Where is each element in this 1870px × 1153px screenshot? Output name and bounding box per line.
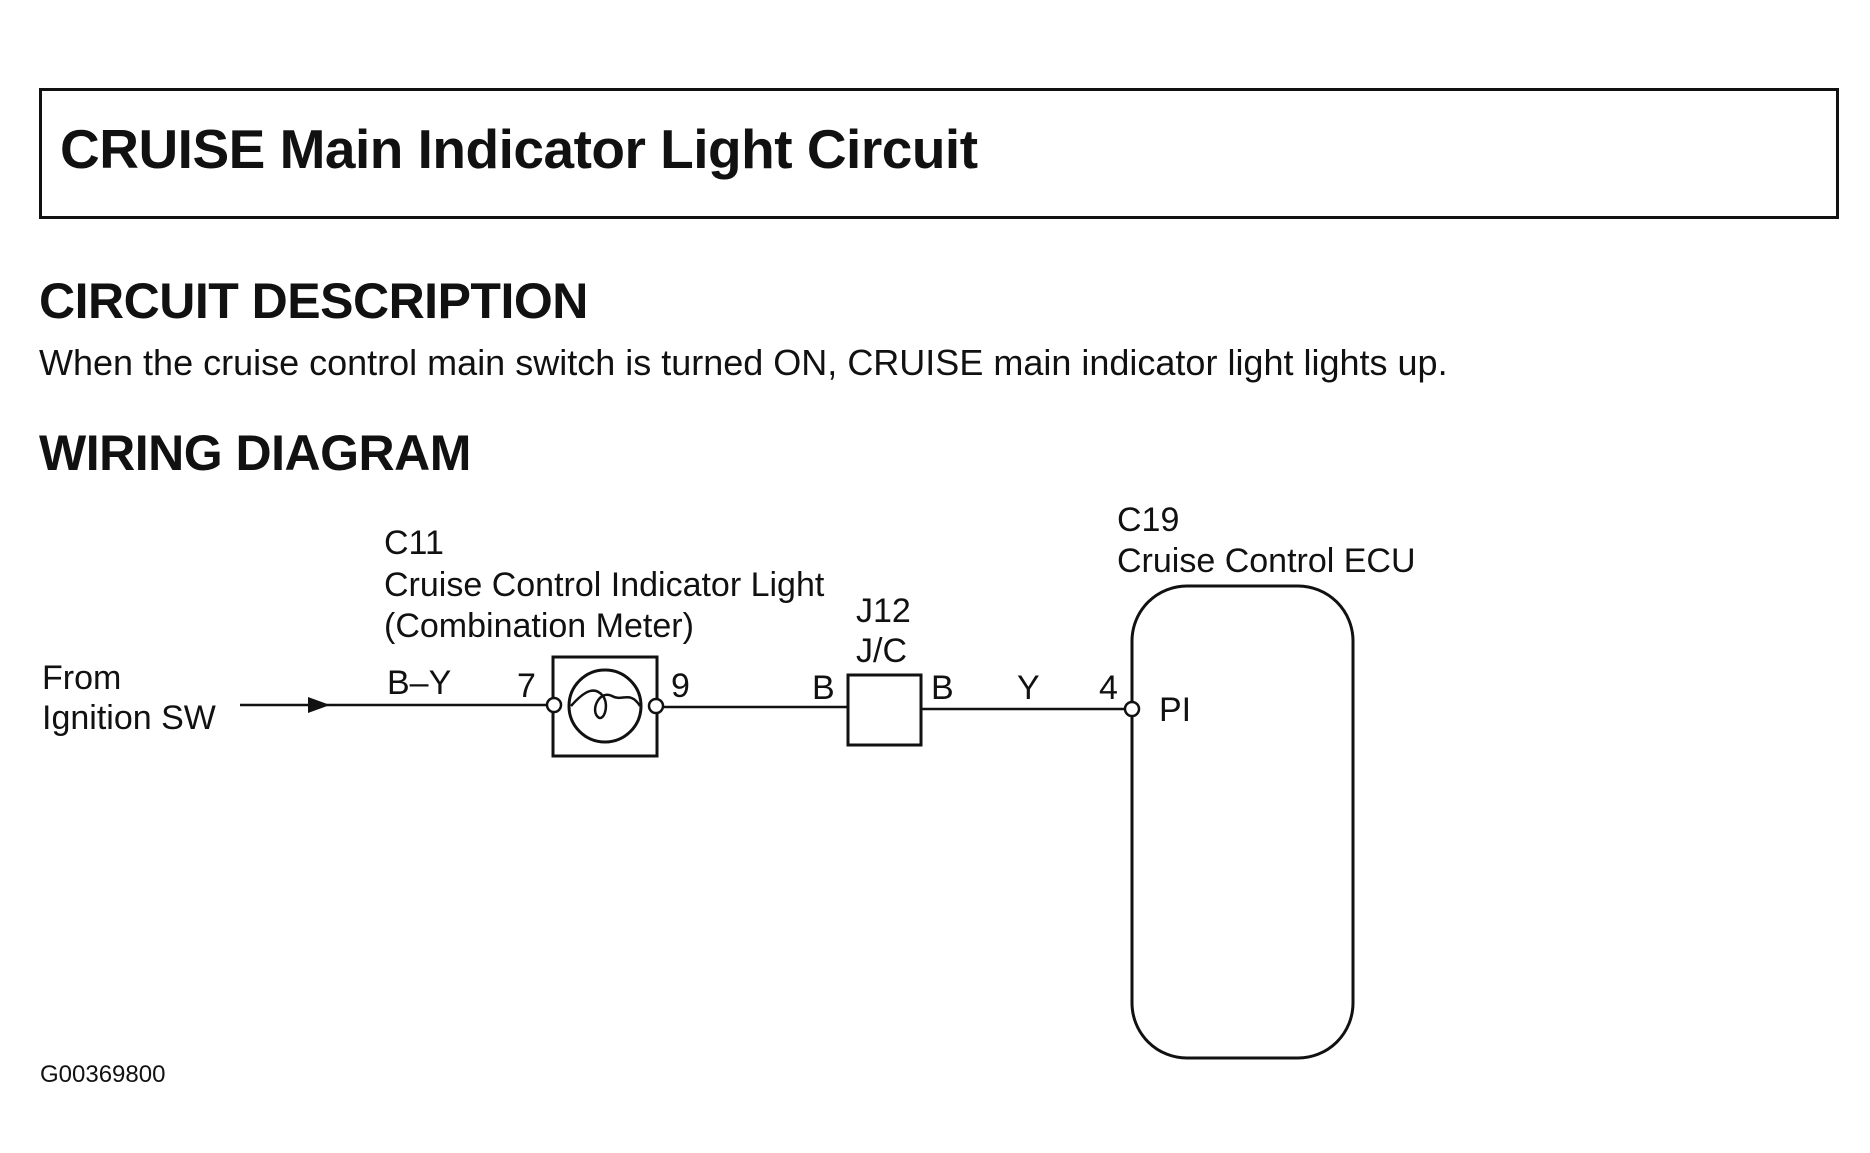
wire-label-b-out: B: [931, 669, 954, 707]
wire-label-y: Y: [1017, 669, 1040, 707]
wire-label-b-in: B: [812, 669, 835, 707]
indicator-sub: (Combination Meter): [384, 607, 694, 645]
circuit-description-text: When the cruise control main switch is t…: [39, 342, 1448, 383]
ecu-name: Cruise Control ECU: [1117, 542, 1416, 580]
indicator-lamp-filament: [570, 689, 642, 720]
indicator-name: Cruise Control Indicator Light: [384, 566, 825, 604]
source-label-line2: Ignition SW: [42, 699, 216, 737]
page-title: CRUISE Main Indicator Light Circuit: [60, 118, 978, 180]
indicator-pin-7-terminal: [545, 696, 563, 714]
indicator-code: C11: [384, 524, 444, 562]
wire-label-b-y: B–Y: [387, 664, 451, 702]
indicator-pin-9-terminal: [647, 697, 665, 715]
input-arrowhead: [308, 697, 330, 713]
ecu-code: C19: [1117, 501, 1179, 539]
junction-connector-box: [846, 673, 923, 747]
title-box: CRUISE Main Indicator Light Circuit: [39, 88, 1839, 219]
circuit-description-heading: CIRCUIT DESCRIPTION: [39, 273, 588, 329]
indicator-pin-in: 7: [517, 667, 536, 705]
wiring-diagram-heading: WIRING DIAGRAM: [39, 425, 471, 481]
ecu-pin-4-terminal: [1123, 700, 1141, 718]
ecu-terminal-label: PI: [1159, 691, 1191, 729]
indicator-pin-out: 9: [671, 667, 690, 705]
figure-id: G00369800: [40, 1061, 165, 1088]
indicator-lamp-circle: [567, 668, 643, 744]
ecu-body: [1130, 584, 1355, 1060]
source-label-line1: From: [42, 659, 121, 697]
junction-name: J/C: [856, 632, 907, 670]
junction-code: J12: [856, 592, 911, 630]
ecu-pin-number: 4: [1099, 669, 1118, 707]
